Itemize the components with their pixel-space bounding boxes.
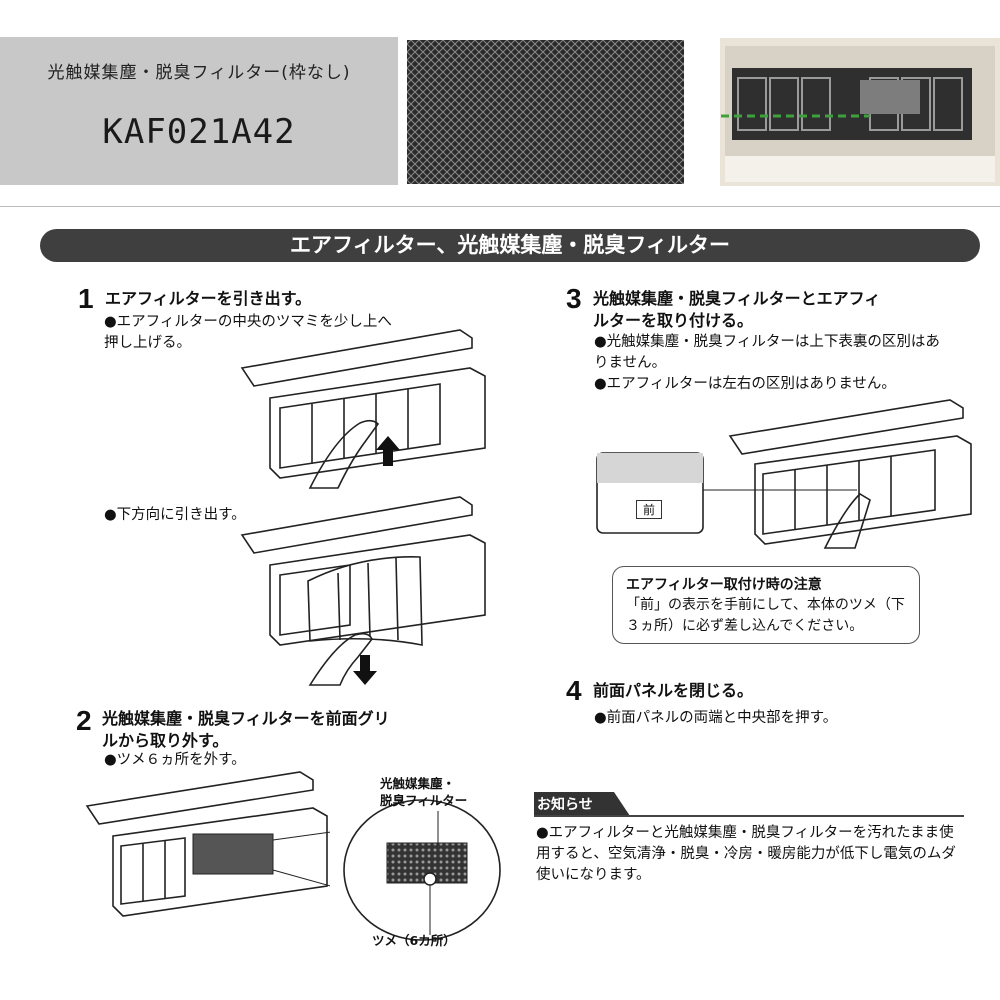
step1-title: エアフィルターを引き出す。 — [105, 289, 312, 308]
step1-note-push-up: ●エアフィルターの中央のツマミを少し上へ押し上げる。 — [104, 314, 392, 351]
tabs-callout-label: ツメ（6カ所） — [372, 933, 456, 948]
installed-unit-photo — [720, 38, 1000, 186]
notice-body: ●エアフィルターと光触媒集塵・脱臭フィルターを汚れたまま使用すると、空気清浄・脱… — [536, 825, 956, 883]
front-marking-label: 前 — [636, 500, 663, 519]
step4-title: 前面パネルを閉じる。 — [593, 681, 754, 700]
filter-callout-label: 光触媒集塵・ 脱臭フィルター — [380, 776, 468, 808]
step3-illustration — [596, 399, 972, 549]
section-divider — [0, 206, 1000, 207]
step3-note-left-right: ●エアフィルターは左右の区別はありません。 — [594, 376, 896, 392]
section-title: エアフィルター、光触媒集塵・脱臭フィルター — [40, 229, 980, 262]
step2-title: 光触媒集塵・脱臭フィルターを前面グリルから取り外す。 — [102, 709, 390, 750]
step1-number: 1 — [78, 283, 94, 314]
step4-number: 4 — [566, 675, 582, 706]
notice-label: お知らせ — [537, 797, 593, 813]
caution-body: 「前」の表示を手前にして、本体のツメ（下３ヵ所）に必ず差し込んでください。 — [626, 597, 905, 634]
model-number: KAF021A42 — [102, 112, 296, 152]
step4-note: ●前面パネルの両端と中央部を押す。 — [594, 710, 838, 726]
step3-note-orientation: ●光触媒集塵・脱臭フィルターは上下表裏の区別はありません。 — [594, 334, 940, 371]
caution-box — [612, 566, 920, 644]
product-name: 光触媒集塵・脱臭フィルター(枠なし) — [47, 63, 351, 83]
caution-title: エアフィルター取付け時の注意 — [626, 577, 822, 593]
step1-illustration-push — [240, 329, 486, 489]
step2-note: ●ツメ６ヵ所を外す。 — [104, 752, 246, 768]
step3-number: 3 — [566, 283, 582, 314]
filter-photo — [407, 40, 684, 184]
step2-number: 2 — [76, 705, 92, 736]
notice-tab — [534, 792, 630, 816]
notice-underline — [534, 815, 964, 817]
step2-illustration — [85, 771, 330, 917]
step1-note-pull-down: ●下方向に引き出す。 — [104, 507, 246, 523]
step1-illustration-pull — [240, 496, 486, 686]
step2-zoom-detail — [343, 799, 501, 941]
step3-title: 光触媒集塵・脱臭フィルターとエアフィルターを取り付ける。 — [593, 289, 881, 330]
product-header-box — [0, 37, 398, 185]
